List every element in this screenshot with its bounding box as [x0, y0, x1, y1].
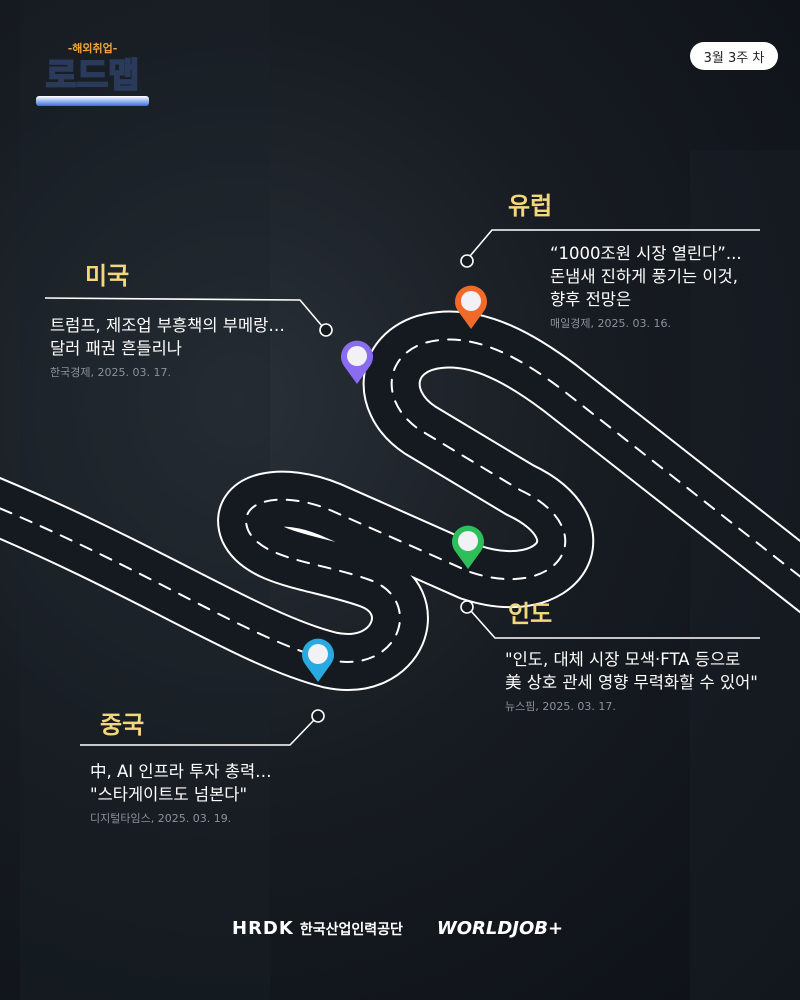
- eu-headline-line: 돈냄새 진하게 풍기는 이것,: [550, 267, 738, 286]
- worldjob-logo: WORLDJOB+: [436, 918, 564, 939]
- india-headline-line: 美 상호 관세 영향 무력화할 수 있어": [505, 673, 758, 692]
- india-headline-line: "인도, 대체 시장 모색·FTA 등으로: [505, 650, 741, 669]
- india-connector-line: [470, 610, 760, 639]
- china-news: 中, AI 인프라 투자 총력… "스타게이트도 넘본다" 디지털타임스, 20…: [90, 760, 272, 826]
- footer-logos: HRDK 한국산업인력공단 WORLDJOB+: [232, 918, 563, 939]
- us-pin-icon: [341, 340, 373, 384]
- us-headline-line: 트럼프, 제조업 부흥책의 부메랑…: [50, 316, 285, 335]
- hrdk-mark: HRDK: [232, 918, 294, 939]
- china-source: 디지털타임스, 2025. 03. 19.: [90, 812, 232, 825]
- us-news: 트럼프, 제조업 부흥책의 부메랑… 달러 패권 흔들리나 한국경제, 2025…: [50, 314, 285, 380]
- eu-pin-icon: [455, 285, 487, 329]
- us-connector-line: [44, 297, 323, 327]
- china-headline-line: "스타게이트도 넘본다": [90, 785, 248, 804]
- hrdk-logo: HRDK 한국산업인력공단: [232, 918, 403, 939]
- india-pin-icon: [452, 525, 484, 569]
- us-headline-line: 달러 패권 흔들리나: [50, 339, 182, 358]
- us-title: 미국: [85, 262, 130, 290]
- us-source: 한국경제, 2025. 03. 17.: [50, 366, 171, 379]
- logo-subtitle: -해외취업-: [67, 42, 118, 55]
- eu-title: 유럽: [508, 192, 553, 220]
- china-connector-dot: [311, 709, 325, 723]
- eu-headline-line: “1000조원 시장 열린다”...: [550, 244, 742, 263]
- india-source: 뉴스핌, 2025. 03. 17.: [505, 700, 616, 713]
- pins: [302, 285, 487, 682]
- hrdk-org-name: 한국산업인력공단: [299, 921, 403, 938]
- week-badge: 3월 3주 차: [690, 42, 778, 70]
- roadmap-logo: -해외취업- 로드맵: [30, 40, 155, 115]
- china-connector-line: [80, 719, 315, 746]
- china-headline-line: 中, AI 인프라 투자 총력…: [90, 762, 272, 781]
- road-center-line: [0, 338, 800, 663]
- india-title: 인도: [508, 600, 553, 628]
- china-pin-icon: [302, 638, 334, 682]
- us-connector-dot: [319, 323, 333, 337]
- eu-news: “1000조원 시장 열린다”... 돈냄새 진하게 풍기는 이것, 향후 전망…: [550, 242, 742, 331]
- eu-connector-dot: [460, 254, 474, 268]
- logo-title: 로드맵: [45, 55, 141, 97]
- india-news: "인도, 대체 시장 모색·FTA 등으로 美 상호 관세 영향 무력화할 수 …: [505, 648, 758, 714]
- india-connector-dot: [460, 600, 474, 614]
- eu-connector-line: [469, 229, 760, 257]
- eu-headline-line: 향후 전망은: [550, 290, 632, 309]
- eu-source: 매일경제, 2025. 03. 16.: [550, 317, 671, 330]
- china-title: 중국: [100, 711, 145, 739]
